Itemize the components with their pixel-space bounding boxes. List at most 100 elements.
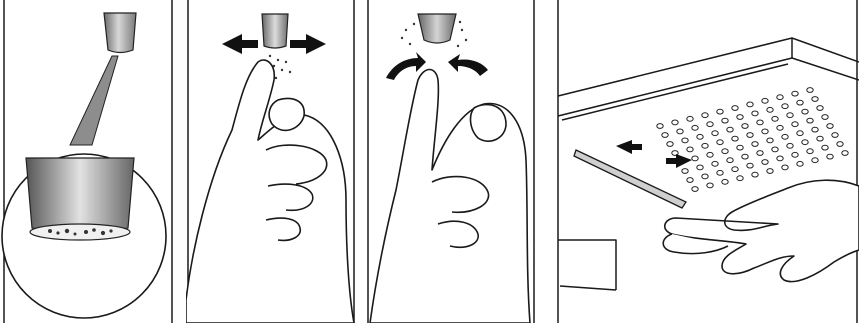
spray-nozzle bbox=[827, 124, 833, 129]
spray-nozzle bbox=[727, 158, 733, 163]
panel-1-nozzle-magnified bbox=[0, 0, 176, 323]
panel-4-clean-shower-plate bbox=[556, 0, 859, 323]
spray-nozzle bbox=[677, 129, 683, 134]
spray-nozzle bbox=[767, 169, 773, 174]
spray-nozzle bbox=[692, 125, 698, 130]
spray-nozzle bbox=[717, 140, 723, 145]
hand bbox=[370, 70, 530, 323]
spray-nozzle bbox=[727, 127, 733, 132]
spray-nozzle bbox=[702, 174, 708, 179]
spray-nozzle bbox=[822, 145, 828, 150]
panel-3-rub-nozzle bbox=[366, 0, 537, 323]
spray-nozzle bbox=[757, 120, 763, 125]
spray-nozzle bbox=[817, 136, 823, 141]
spray-nozzle bbox=[707, 122, 713, 127]
curved-arrow-right bbox=[448, 54, 488, 76]
spray-nozzle bbox=[812, 158, 818, 163]
spray-nozzle bbox=[827, 154, 833, 159]
spray-nozzle bbox=[822, 115, 828, 120]
rub-illustration bbox=[366, 0, 537, 323]
spray-nozzle bbox=[737, 176, 743, 181]
arrow-right bbox=[222, 34, 258, 54]
spray-nozzle bbox=[747, 102, 753, 107]
spray-nozzle bbox=[747, 133, 753, 138]
shower-plate-illustration bbox=[556, 0, 859, 323]
spray-nozzle bbox=[662, 133, 668, 138]
spray-nozzle bbox=[752, 172, 758, 177]
magnify-cone bbox=[70, 56, 118, 145]
spray-nozzle bbox=[767, 107, 773, 112]
spray-nozzle bbox=[742, 154, 748, 159]
spray-nozzle bbox=[722, 149, 728, 154]
spray-nozzle bbox=[657, 124, 663, 129]
spray-nozzle bbox=[697, 165, 703, 170]
arrow-left bbox=[290, 34, 326, 54]
arrow-left bbox=[616, 140, 642, 154]
spray-nozzle bbox=[742, 124, 748, 129]
spray-nozzle bbox=[752, 142, 758, 147]
spray-nozzle bbox=[807, 118, 813, 123]
hand bbox=[663, 180, 859, 281]
spray-nozzle bbox=[687, 178, 693, 183]
spray-nozzle bbox=[692, 156, 698, 161]
spray-nozzle bbox=[732, 136, 738, 141]
spray-nozzle bbox=[797, 161, 803, 166]
spray-nozzle bbox=[692, 187, 698, 192]
panel-2-squeeze-nozzle bbox=[186, 0, 357, 323]
spray-nozzle bbox=[767, 138, 773, 143]
spray-nozzle bbox=[812, 127, 818, 132]
spray-nozzle bbox=[752, 111, 758, 116]
spray-nozzle bbox=[702, 113, 708, 118]
spray-nozzle bbox=[782, 165, 788, 170]
spray-nozzle bbox=[807, 149, 813, 154]
nozzle-magnify-illustration bbox=[0, 0, 176, 323]
spray-nozzle bbox=[757, 151, 763, 156]
spray-nozzle bbox=[672, 120, 678, 125]
nozzle-tip bbox=[30, 224, 130, 240]
spray-nozzle bbox=[812, 97, 818, 102]
spray-nozzle bbox=[717, 170, 723, 175]
spray-nozzle bbox=[682, 138, 688, 143]
nozzle-magnified bbox=[26, 158, 134, 234]
spray-nozzle bbox=[707, 183, 713, 188]
spray-nozzle bbox=[777, 125, 783, 130]
nozzle bbox=[418, 14, 456, 43]
spray-nozzle bbox=[687, 116, 693, 121]
spray-nozzle bbox=[697, 134, 703, 139]
spray-nozzle bbox=[832, 133, 838, 138]
spray-nozzle bbox=[712, 131, 718, 136]
spray-nozzle bbox=[787, 113, 793, 118]
spray-nozzle bbox=[747, 163, 753, 168]
spray-nozzle bbox=[772, 147, 778, 152]
spray-nozzle bbox=[777, 156, 783, 161]
spray-nozzle bbox=[722, 179, 728, 184]
spray-nozzle bbox=[802, 109, 808, 114]
spray-nozzle bbox=[797, 100, 803, 105]
spray-nozzle bbox=[667, 142, 673, 147]
spray-nozzle bbox=[817, 106, 823, 111]
spray-nozzle bbox=[737, 145, 743, 150]
spray-nozzle bbox=[842, 151, 848, 156]
arrow-right bbox=[666, 154, 692, 168]
spray-nozzle bbox=[792, 91, 798, 96]
nozzle bbox=[262, 14, 288, 48]
spray-nozzle bbox=[717, 109, 723, 114]
spray-nozzle bbox=[762, 129, 768, 134]
spray-nozzle bbox=[722, 118, 728, 123]
spray-nozzle bbox=[682, 169, 688, 174]
spray-nozzle bbox=[782, 104, 788, 109]
spray-nozzle bbox=[792, 122, 798, 127]
spray-nozzle bbox=[762, 160, 768, 165]
spray-nozzle bbox=[732, 167, 738, 172]
spray-nozzle bbox=[772, 116, 778, 121]
spray-nozzles bbox=[657, 88, 848, 192]
spray-nozzle bbox=[807, 88, 813, 93]
spray-nozzle bbox=[702, 143, 708, 148]
spray-nozzle bbox=[792, 152, 798, 157]
spray-nozzle bbox=[712, 161, 718, 166]
spray-nozzle bbox=[762, 98, 768, 103]
spray-nozzle bbox=[802, 140, 808, 145]
spray-nozzle bbox=[687, 147, 693, 152]
nozzle bbox=[104, 13, 136, 53]
spray-nozzle bbox=[777, 95, 783, 100]
